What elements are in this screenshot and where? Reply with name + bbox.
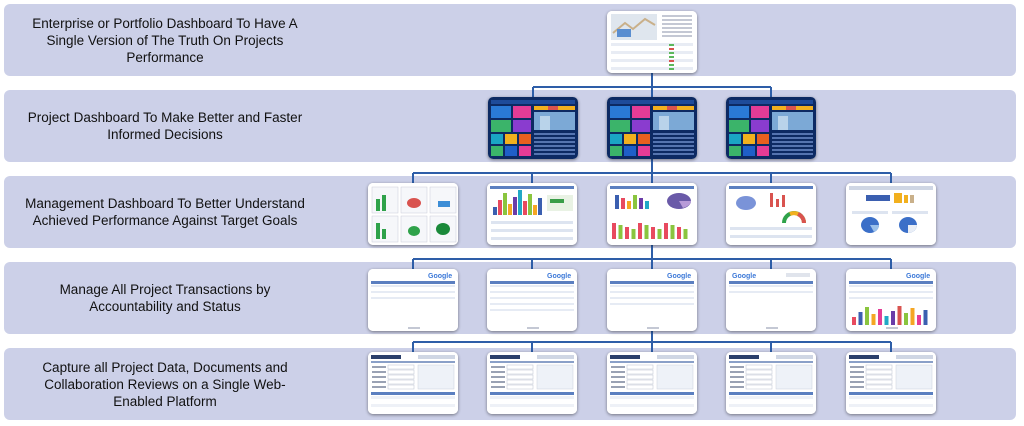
screenshot-preview: [607, 352, 697, 414]
project-dashboard-thumbnail[interactable]: [607, 97, 697, 159]
portfolio-dashboard-thumbnail[interactable]: [607, 11, 697, 73]
management-dashboard-thumbnail[interactable]: [487, 183, 577, 245]
screenshot-preview: [607, 11, 697, 73]
screenshot-preview: Google: [487, 269, 577, 331]
transaction-log-thumbnail[interactable]: Google: [726, 269, 816, 331]
row-label-management: Management Dashboard To Better Understan…: [25, 196, 305, 228]
screenshot-preview: [488, 97, 578, 159]
screenshot-preview: [368, 352, 458, 414]
transaction-log-thumbnail[interactable]: Google: [487, 269, 577, 331]
screenshot-preview: [726, 97, 816, 159]
screenshot-preview: [487, 183, 577, 245]
svg-text:Google: Google: [667, 273, 691, 280]
svg-text:Google: Google: [547, 273, 571, 280]
screenshot-preview: [607, 97, 697, 159]
data-entry-form-thumbnail[interactable]: [607, 352, 697, 414]
transaction-log-thumbnail[interactable]: Google: [368, 269, 458, 331]
row-label-project: Project Dashboard To Make Better and Fas…: [27, 110, 303, 142]
screenshot-preview: Google: [607, 269, 697, 331]
svg-text:Google: Google: [906, 273, 930, 280]
management-dashboard-thumbnail[interactable]: [607, 183, 697, 245]
management-dashboard-thumbnail[interactable]: [846, 183, 936, 245]
transaction-log-thumbnail[interactable]: Google: [846, 269, 936, 331]
screenshot-preview: [607, 183, 697, 245]
screenshot-preview: [846, 183, 936, 245]
transaction-log-thumbnail[interactable]: Google: [607, 269, 697, 331]
row-label-transactions: Manage All Project Transactions by Accou…: [59, 282, 271, 314]
screenshot-preview: Google: [368, 269, 458, 331]
data-entry-form-thumbnail[interactable]: [368, 352, 458, 414]
data-entry-form-thumbnail[interactable]: [487, 352, 577, 414]
svg-text:Google: Google: [732, 273, 756, 280]
screenshot-preview: [487, 352, 577, 414]
svg-text:Google: Google: [428, 273, 452, 280]
screenshot-preview: Google: [846, 269, 936, 331]
row-label-capture: Capture all Project Data, Documents and …: [42, 359, 288, 409]
project-dashboard-thumbnail[interactable]: [726, 97, 816, 159]
management-dashboard-thumbnail[interactable]: [368, 183, 458, 245]
data-entry-form-thumbnail[interactable]: [726, 352, 816, 414]
row-label-portfolio: Enterprise or Portfolio Dashboard To Hav…: [32, 15, 298, 65]
screenshot-preview: [368, 183, 458, 245]
management-dashboard-thumbnail[interactable]: [726, 183, 816, 245]
screenshot-preview: [846, 352, 936, 414]
screenshot-preview: [726, 352, 816, 414]
project-dashboard-thumbnail[interactable]: [488, 97, 578, 159]
data-entry-form-thumbnail[interactable]: [846, 352, 936, 414]
screenshot-preview: [726, 183, 816, 245]
screenshot-preview: Google: [726, 269, 816, 331]
band-portfolio: Enterprise or Portfolio Dashboard To Hav…: [4, 4, 1016, 76]
